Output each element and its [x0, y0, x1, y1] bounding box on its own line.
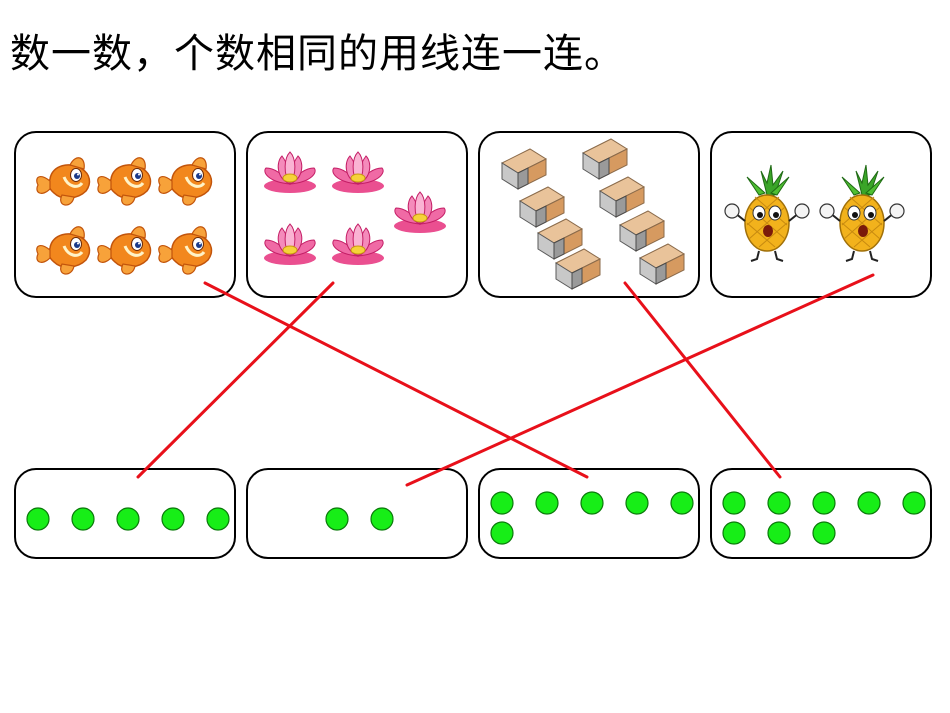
goldfish-icon — [96, 225, 152, 276]
pineapple-group — [724, 164, 905, 262]
eraser-icon — [619, 210, 665, 252]
green-dot — [767, 491, 791, 515]
goldfish-icon — [157, 225, 213, 276]
green-dot — [325, 507, 349, 531]
page-title: 数一数，个数相同的用线连一连。 — [10, 31, 625, 77]
dot-card-1[interactable] — [14, 468, 236, 559]
green-dot — [490, 491, 514, 515]
green-dot — [71, 507, 95, 531]
goldfish-icon — [35, 225, 91, 276]
eraser-icon — [582, 138, 628, 180]
green-dot — [580, 491, 604, 515]
lotus-flower-icon — [331, 223, 385, 266]
eraser-icon — [519, 186, 565, 228]
green-dot — [625, 491, 649, 515]
eraser-icon — [501, 148, 547, 190]
green-dot — [767, 521, 791, 545]
dot-card-3[interactable] — [478, 468, 700, 559]
green-dot — [26, 507, 50, 531]
dot-card-4[interactable] — [710, 468, 932, 559]
goldfish-icon — [96, 156, 152, 207]
goldfish-group — [35, 156, 213, 276]
eraser-icon — [599, 176, 645, 218]
picture-card-eraser[interactable] — [478, 131, 700, 298]
green-dot — [206, 507, 230, 531]
dot-group — [490, 491, 694, 545]
match-line — [136, 281, 335, 479]
lotus-flower-icon — [331, 151, 385, 194]
picture-card-lotus[interactable] — [246, 131, 468, 298]
goldfish-icon — [35, 156, 91, 207]
dot-group — [722, 491, 926, 545]
green-dot — [722, 521, 746, 545]
match-line — [623, 281, 782, 479]
green-dot — [857, 491, 881, 515]
pineapple-icon — [724, 164, 810, 262]
goldfish-icon — [157, 156, 213, 207]
green-dot — [535, 491, 559, 515]
lotus-flower-icon — [263, 151, 317, 194]
dot-card-2[interactable] — [246, 468, 468, 559]
green-dot — [812, 491, 836, 515]
green-dot — [370, 507, 394, 531]
dot-group — [325, 507, 394, 531]
dot-group — [26, 507, 230, 531]
lotus-flower-icon — [263, 223, 317, 266]
green-dot — [161, 507, 185, 531]
match-line — [405, 273, 875, 487]
lotus-flower-icon — [393, 191, 447, 234]
green-dot — [812, 521, 836, 545]
picture-card-goldfish[interactable] — [14, 131, 236, 298]
eraser-group — [501, 138, 685, 290]
green-dot — [902, 491, 926, 515]
green-dot — [490, 521, 514, 545]
eraser-icon — [639, 243, 685, 285]
picture-card-pineapple[interactable] — [710, 131, 932, 298]
green-dot — [722, 491, 746, 515]
match-line — [203, 281, 589, 479]
lotus-group — [263, 151, 447, 266]
green-dot — [670, 491, 694, 515]
pineapple-icon — [819, 164, 905, 262]
green-dot — [116, 507, 140, 531]
